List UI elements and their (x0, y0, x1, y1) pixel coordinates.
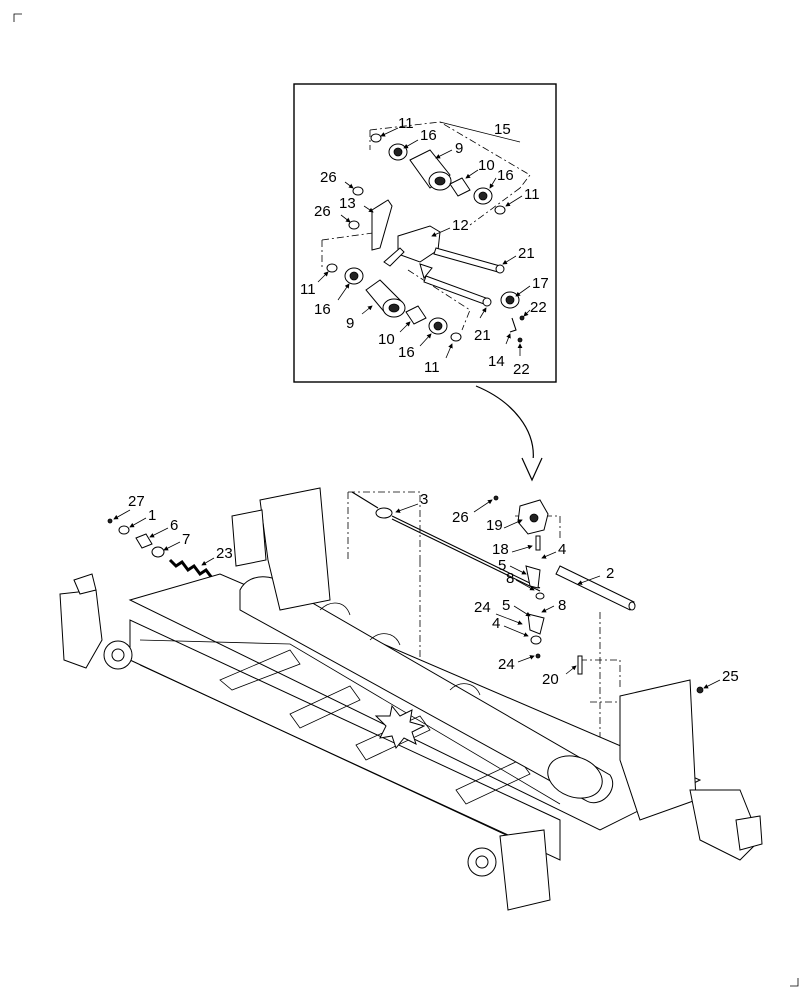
callout-4: 4 (558, 541, 566, 558)
lever-5-lower (527, 613, 545, 635)
callout-17: 17 (532, 275, 549, 292)
callout-16: 16 (420, 127, 437, 144)
bearing-16-left (344, 267, 364, 285)
hidden-part-burst (374, 704, 426, 750)
nut-11-left (326, 263, 338, 273)
nut-26-b (348, 220, 360, 230)
arm-12 (383, 225, 441, 280)
callout-10: 10 (478, 157, 495, 174)
callout-11: 11 (424, 359, 440, 376)
right-bracket (619, 679, 697, 821)
bearing-16-top (388, 143, 408, 161)
spacer-10-top (449, 177, 471, 197)
nut-26-a (352, 186, 364, 196)
right-side-plate (499, 829, 551, 911)
callout-24: 24 (498, 656, 515, 673)
bearing-17 (500, 291, 520, 309)
lever-5-upper (525, 565, 541, 589)
crop-marks (13, 13, 799, 987)
callout-14: 14 (488, 353, 505, 370)
bushing-6 (135, 533, 153, 549)
callout-7: 7 (182, 531, 190, 548)
callout-10: 10 (378, 331, 395, 348)
callout-12: 12 (452, 217, 469, 234)
inset-leaders (317, 127, 531, 359)
callout-11: 11 (398, 115, 414, 132)
callout-16: 16 (314, 301, 331, 318)
callout-26: 26 (452, 509, 469, 526)
nut-26-main (493, 495, 499, 501)
spring-23 (168, 558, 214, 579)
roller-9-top (409, 149, 452, 191)
callout-16: 16 (497, 167, 514, 184)
callout-11: 11 (300, 281, 316, 298)
callout-18: 18 (492, 541, 509, 558)
callout-2: 2 (606, 565, 614, 582)
cable-3 (351, 491, 541, 592)
nut-11-top (370, 133, 382, 143)
bolt-21-lower (423, 275, 492, 307)
callout-16: 16 (398, 344, 415, 361)
callout-21: 21 (474, 327, 491, 344)
main-assembly: 27 1 6 7 23 3 26 19 18 4 5 8 2 5 24 8 4 … (59, 487, 763, 911)
washer-1 (118, 525, 130, 535)
clip-22-b (517, 337, 523, 343)
callout-5: 5 (502, 597, 510, 614)
left-side-plate (59, 589, 103, 669)
callout-22: 22 (530, 299, 547, 316)
callout-6: 6 (170, 517, 178, 534)
callout-8: 8 (558, 597, 566, 614)
washer-8-upper (535, 592, 545, 600)
callout-4: 4 (492, 615, 500, 632)
clip-22-a (519, 315, 525, 321)
nut-11-right (494, 205, 506, 215)
callout-26: 26 (320, 169, 337, 186)
detail-pointer-arrow (475, 385, 543, 482)
callout-26: 26 (314, 203, 331, 220)
shaft-2 (555, 565, 636, 611)
bolt-20 (577, 655, 583, 675)
bolt-21-upper (433, 247, 505, 274)
callout-20: 20 (542, 671, 559, 688)
nut-25 (696, 686, 704, 694)
callout-24: 24 (474, 599, 491, 616)
bearing-16-lower (428, 317, 448, 335)
callout-27: 27 (128, 493, 145, 510)
detail-inset: 11 16 15 9 10 16 11 26 13 26 12 21 17 22… (293, 83, 557, 383)
washer-7 (151, 546, 165, 558)
callout-21: 21 (518, 245, 535, 262)
callout-15: 15 (494, 121, 511, 138)
callout-11: 11 (524, 186, 540, 203)
callout-13: 13 (339, 195, 356, 212)
pin-14 (509, 317, 517, 333)
callout-22: 22 (513, 361, 530, 378)
clamp-19 (517, 499, 549, 535)
callout-9: 9 (346, 315, 354, 332)
nut-11-lower (450, 332, 462, 342)
callout-5: 5 (498, 557, 506, 574)
roller-9-lower (365, 279, 406, 318)
left-bracket (259, 487, 331, 611)
callout-23: 23 (216, 545, 233, 562)
callout-8: 8 (506, 570, 514, 587)
callout-3: 3 (420, 491, 428, 508)
main-leaders (113, 499, 721, 689)
nut-27 (107, 518, 113, 524)
header-frame (59, 487, 763, 911)
callout-9: 9 (455, 140, 463, 157)
spacer-10-lower (405, 305, 427, 325)
bearing-16-right (473, 187, 493, 205)
washer-4-lower (530, 635, 542, 645)
bracket-13 (371, 199, 393, 251)
nut-24 (535, 653, 541, 659)
callout-25: 25 (722, 668, 739, 685)
callout-19: 19 (486, 517, 503, 534)
bolt-18 (535, 535, 541, 551)
callout-1: 1 (148, 507, 156, 524)
